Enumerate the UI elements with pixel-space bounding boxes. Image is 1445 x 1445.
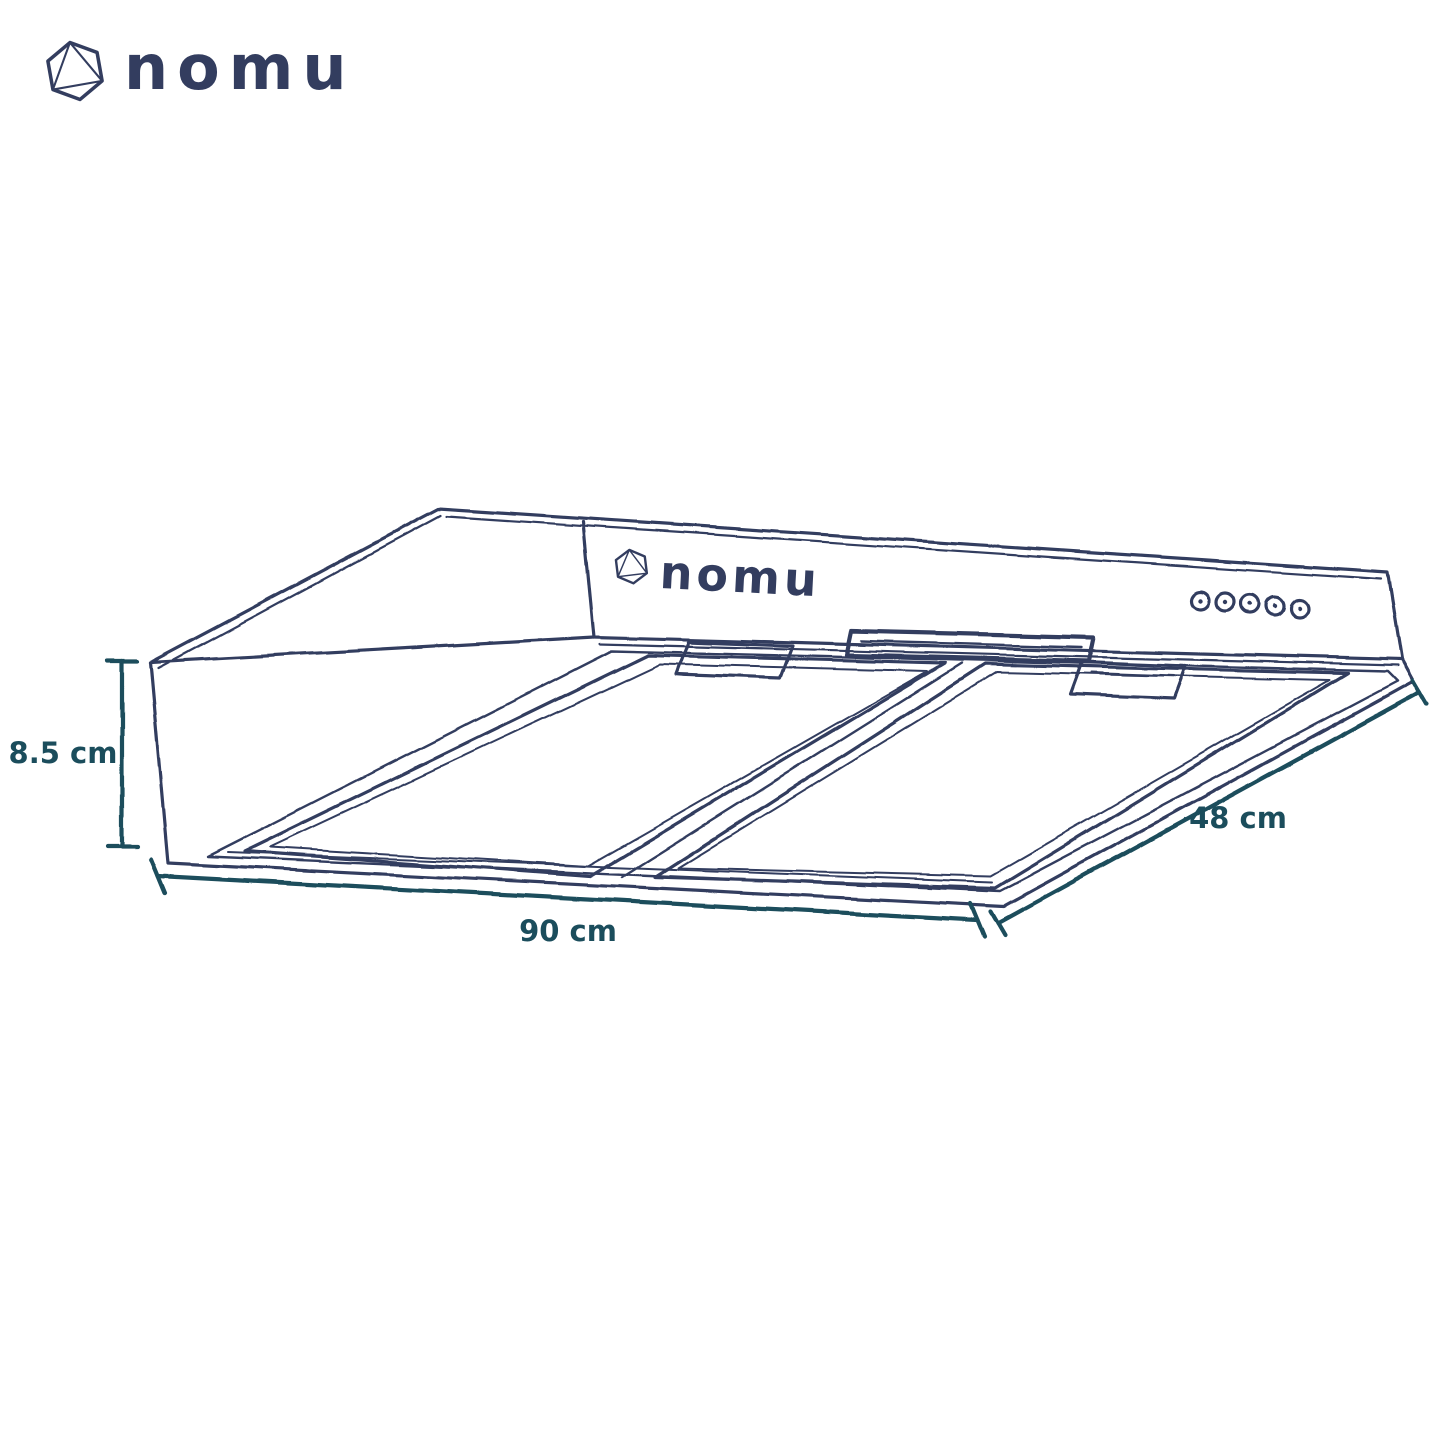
filter-clip-right [1068, 660, 1188, 701]
brand-logo: nomu [42, 31, 356, 104]
hood-front-panel [581, 520, 1404, 661]
grease-filter-left [243, 653, 947, 878]
dimension-width-label: 90 cm [519, 914, 617, 948]
dimension-height-label: 8.5 cm [9, 736, 118, 770]
hood-sketch [148, 507, 1416, 908]
dimension-depth-label: 48 cm [1189, 801, 1287, 835]
hood-underside-rim [206, 649, 1400, 893]
hood-brand-label: nomu [659, 545, 823, 607]
lamp-fixture [844, 628, 1097, 664]
hood-logo: nomu [614, 545, 823, 607]
grease-filter-right [653, 662, 1350, 890]
hood-control-buttons [1189, 589, 1311, 619]
dimension-line-depth [988, 677, 1430, 938]
brand-name: nomu [124, 31, 356, 104]
dimension-lines [104, 658, 1430, 940]
filter-clip-left [674, 640, 794, 680]
hood-silhouette [148, 507, 1416, 908]
dimension-line-height [104, 658, 140, 850]
hood-hexagon-gem-icon [614, 548, 649, 585]
dimension-line-width [148, 856, 988, 940]
hexagon-gem-icon [46, 40, 104, 102]
